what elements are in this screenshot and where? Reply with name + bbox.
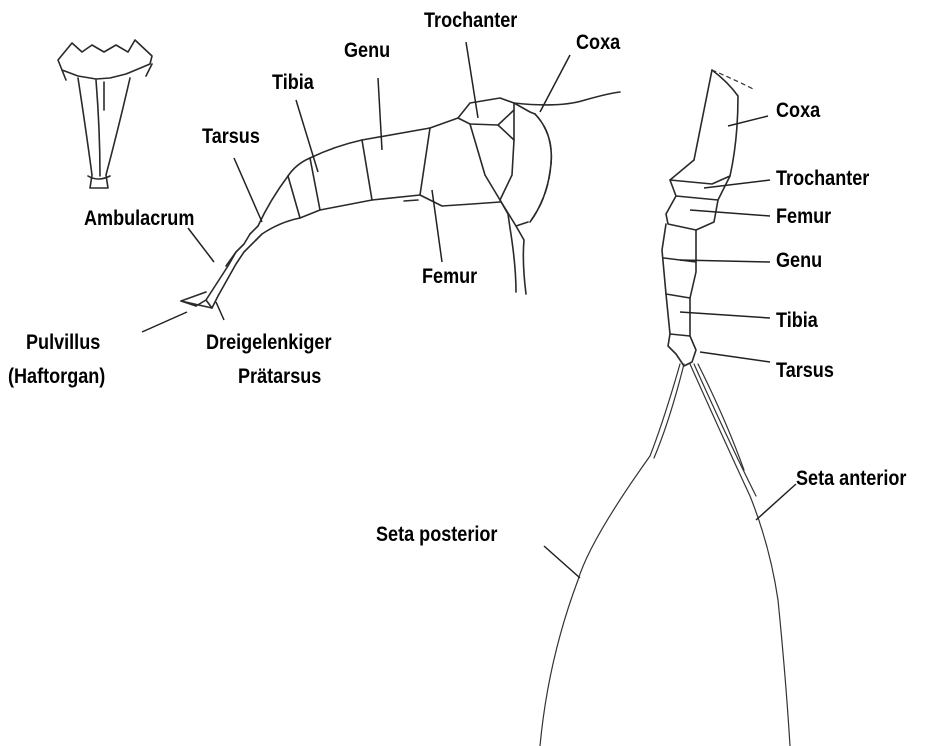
label-dreigelenkiger: Dreigelenkiger — [206, 330, 331, 355]
label-right-coxa: Coxa — [776, 98, 820, 123]
label-pulvillus: Pulvillus — [26, 330, 100, 355]
label-left-tarsus: Tarsus — [202, 124, 260, 149]
label-left-ambulacrum: Ambulacrum — [84, 206, 194, 231]
label-right-genu: Genu — [776, 248, 822, 273]
label-left-coxa: Coxa — [576, 30, 620, 55]
label-left-femur: Femur — [422, 264, 477, 289]
label-right-femur: Femur — [776, 204, 831, 229]
label-left-genu: Genu — [344, 38, 390, 63]
label-seta-anterior: Seta anterior — [796, 466, 906, 491]
label-right-trochanter: Trochanter — [776, 166, 869, 191]
label-right-tarsus: Tarsus — [776, 358, 834, 383]
label-right-tibia: Tibia — [776, 308, 818, 333]
label-left-tibia: Tibia — [272, 70, 314, 95]
label-seta-posterior: Seta posterior — [376, 522, 497, 547]
right-leg-drawing — [540, 70, 790, 746]
pulvillus-detail-drawing — [58, 40, 152, 188]
label-praetarsus: Prätarsus — [238, 364, 321, 389]
label-left-trochanter: Trochanter — [424, 8, 517, 33]
label-haftorgan: (Haftorgan) — [8, 364, 105, 389]
